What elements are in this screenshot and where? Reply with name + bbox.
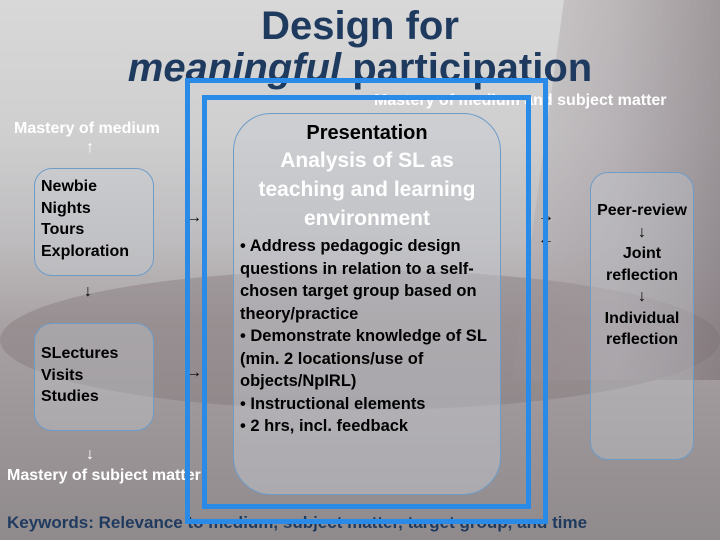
step-joint-reflection: Joint reflection [605, 245, 678, 284]
arrow-down-icon: ↓ [638, 223, 646, 241]
list-newbie: Newbie Nights Tours Exploration [41, 176, 129, 262]
list-slectures: SLectures Visits Studies [41, 343, 118, 408]
list-item: Exploration [41, 242, 130, 260]
title-line1: Design for [261, 4, 459, 48]
arrow-down-icon: ↓ [638, 288, 646, 305]
presentation-box [233, 113, 501, 495]
bullet-item: • Demonstrate knowledge of SL (min. 2 lo… [240, 327, 487, 390]
label-mastery-medium: Mastery of medium [14, 120, 160, 137]
arrow-right-icon: → [186, 364, 202, 381]
bullet-item: • Instructional elements [240, 394, 426, 413]
box-newbie [34, 168, 154, 276]
arrow-down-icon: ↓ [84, 283, 92, 300]
list-item: Studies [41, 388, 99, 405]
box-slectures [34, 323, 154, 431]
bullet-item: • 2 hrs, incl. feedback [240, 417, 409, 435]
arrow-up-icon: ↑ [86, 139, 94, 156]
list-item: Nights [41, 199, 91, 217]
highlight-frame-inner [202, 95, 531, 509]
step-individual-reflection: Individual reflection [604, 309, 680, 349]
presentation-heading: Presentation [306, 122, 428, 144]
arrow-down-icon: ↓ [86, 446, 94, 463]
step-peer-review: Peer-review [597, 202, 687, 219]
label-mastery-subject: Mastery of subject matter [7, 467, 201, 484]
presentation-subheading: Analysis of SL as teaching and learning … [258, 149, 476, 230]
bullet-item: • Address pedagogic design questions in … [240, 237, 477, 323]
list-item: Visits [41, 366, 84, 384]
list-item: Newbie [41, 178, 98, 195]
box-reflection [590, 172, 694, 460]
reflection-steps: Peer-review ↓ Joint reflection ↓ Individ… [592, 200, 692, 351]
arrow-right-icon: → [186, 209, 202, 226]
highlight-frame-outer [185, 78, 548, 524]
presentation-header: Presentation Analysis of SL as teaching … [233, 120, 501, 233]
presentation-bullets: • Address pedagogic design questions in … [240, 235, 500, 438]
list-item: SLectures [41, 345, 119, 362]
list-item: Tours [41, 221, 85, 238]
